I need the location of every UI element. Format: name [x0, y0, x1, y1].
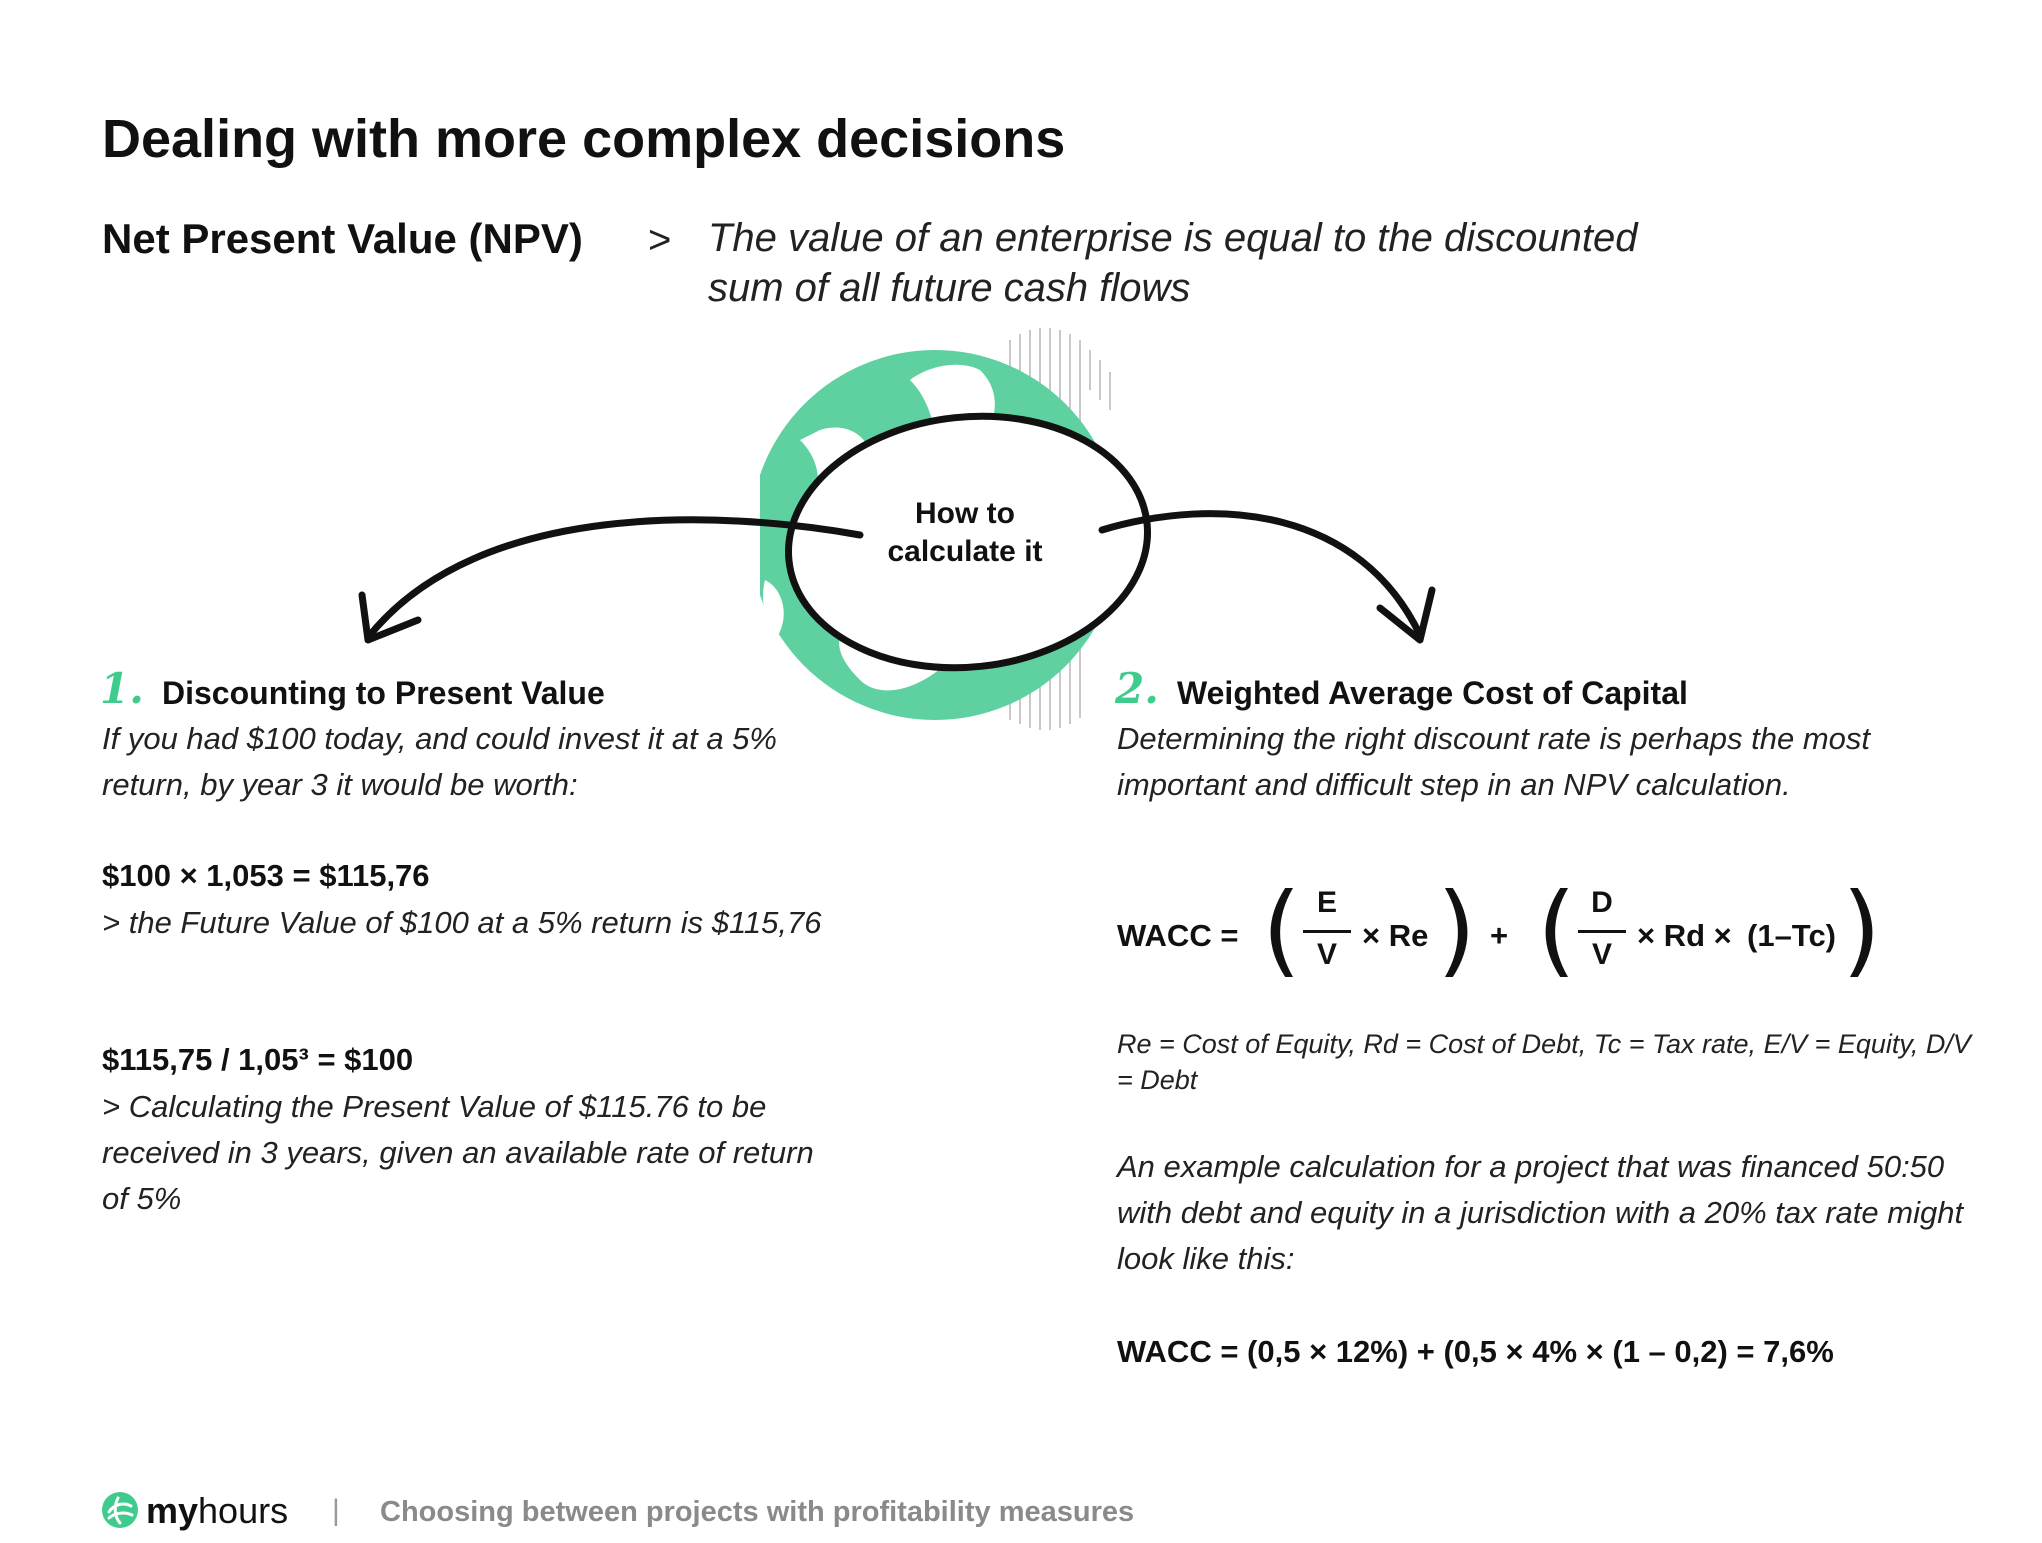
npv-label: Net Present Value (NPV): [102, 215, 583, 262]
left-arrow-icon: [366, 516, 864, 639]
center-label-line1: How to: [915, 497, 1015, 530]
center-label-line2: calculate it: [887, 535, 1043, 568]
wacc-close-paren-1: ): [1437, 871, 1477, 988]
section1-title: Discounting to Present Value: [162, 675, 605, 711]
how-to-calculate-illustration: [760, 328, 1151, 730]
section1-formula2-note: > Calculating the Present Value of $115.…: [102, 1089, 814, 1216]
brand-bold: my: [146, 1490, 199, 1531]
section2-title: Weighted Average Cost of Capital: [1177, 675, 1688, 711]
wacc-open-paren-1: (: [1262, 871, 1302, 988]
section2-number: 2.: [1115, 664, 1159, 713]
page-title: Dealing with more complex decisions: [102, 109, 1066, 169]
wacc-close-paren-2: ): [1842, 871, 1882, 988]
wacc-fraction-bar-1: [1303, 930, 1351, 933]
wacc-times-rd: × Rd ×: [1637, 918, 1732, 953]
hand-drawn-ellipse: [785, 412, 1151, 672]
wacc-v1: V: [1316, 938, 1337, 971]
myhours-logo-icon: [102, 1492, 138, 1528]
wacc-e: E: [1316, 886, 1337, 919]
wacc-times-re: × Re: [1362, 918, 1429, 953]
npv-definition: The value of an enterprise is equal to t…: [708, 216, 1638, 310]
section1-number: 1.: [100, 664, 144, 713]
footer-tagline: Choosing between projects with profitabi…: [380, 1496, 1135, 1528]
wacc-formula: WACC = ( E V × Re ) + ( D V × Rd × (1–Tc…: [1117, 880, 1977, 990]
section1-formula1: $100 × 1,053 = $115,76: [102, 858, 430, 893]
section2-intro: Determining the right discount rate is p…: [1117, 721, 1870, 802]
brand-regular: hours: [198, 1490, 289, 1531]
section1-formula2: $115,75 / 1,05³ = $100: [102, 1042, 414, 1077]
section1-intro: If you had $100 today, and could invest …: [102, 721, 777, 802]
wacc-legend: Re = Cost of Equity, Rd = Cost of Debt, …: [1117, 1029, 1971, 1095]
wacc-tax-term: (1–Tc): [1747, 918, 1837, 953]
footer-separator: |: [332, 1494, 340, 1527]
arrows-decoration: [358, 510, 1436, 644]
section1-formula1-note: > the Future Value of $100 at a 5% retur…: [102, 905, 822, 940]
left-arrowhead-icon: [358, 591, 422, 644]
section2-example-formula: WACC = (0,5 × 12%) + (0,5 × 4% × (1 – 0,…: [1117, 1334, 1834, 1369]
npv-arrow: >: [648, 218, 672, 262]
right-arrowhead-icon: [1376, 586, 1436, 644]
center-label: How to calculate it: [860, 495, 1070, 571]
section2-example-intro: An example calculation for a project tha…: [1117, 1149, 1964, 1276]
wacc-v2: V: [1591, 938, 1612, 971]
wacc-plus: +: [1490, 918, 1509, 953]
right-arrow-icon: [1098, 510, 1424, 639]
wacc-open-paren-2: (: [1537, 871, 1577, 988]
wacc-d: D: [1591, 886, 1613, 919]
wacc-fraction-bar-2: [1578, 930, 1626, 933]
brand-name: myhours: [146, 1490, 288, 1532]
wacc-lhs: WACC =: [1117, 918, 1239, 953]
